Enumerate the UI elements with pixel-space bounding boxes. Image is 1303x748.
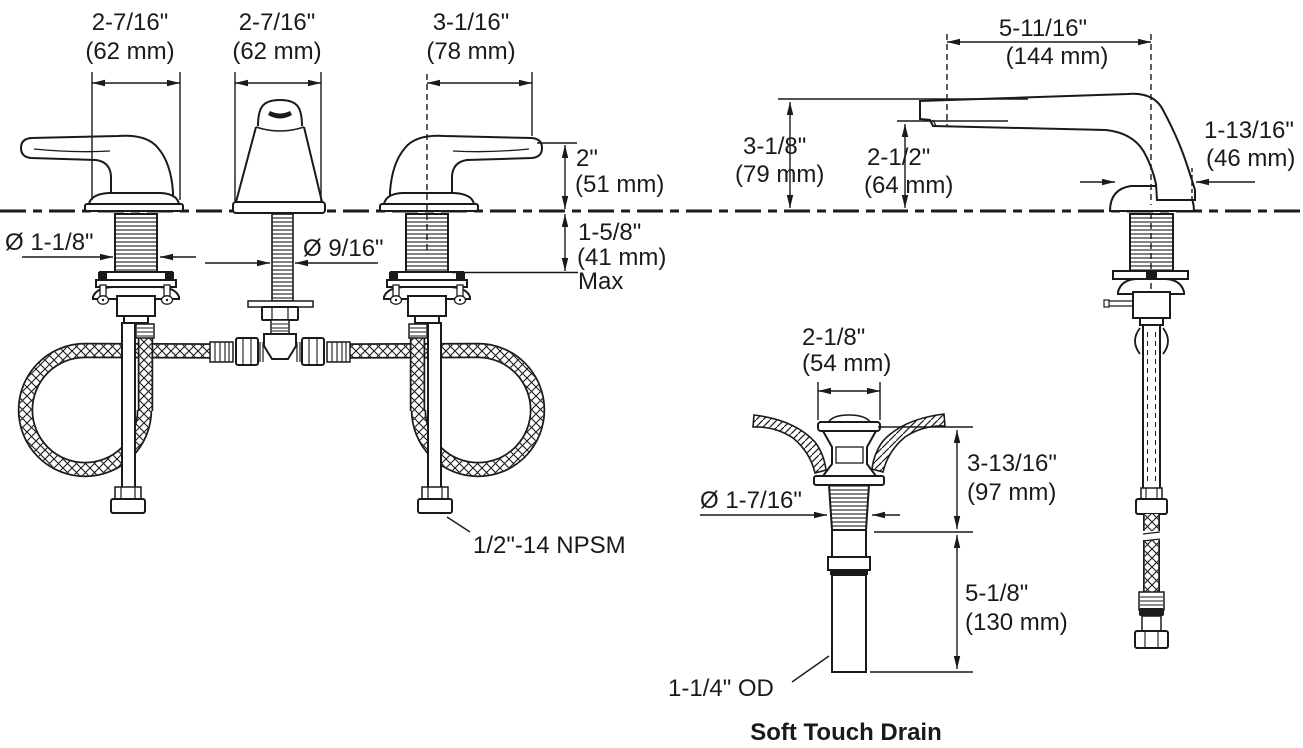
dim-drain-body-mm: (97 mm) [967, 479, 1056, 506]
side-view [919, 92, 1196, 649]
dim-tailpiece-length-in: 5-1/8" [965, 580, 1028, 607]
side-undermount [1103, 213, 1189, 649]
dimension-labels: 2-7/16" (62 mm) 2-7/16" (62 mm) 3-1/16" … [5, 9, 1295, 746]
dim-deck-thickness-in: 1-5/8" [578, 219, 641, 246]
dim-base-width-in: 1-13/16" [1204, 117, 1294, 144]
dia-valve-shank: Ø 1-1/8" [5, 229, 94, 256]
dim-aerator-height-mm: (64 mm) [864, 172, 953, 199]
dim-deck-thickness-mm: (41 mm) [577, 244, 666, 271]
dimension-lines [22, 34, 1255, 683]
dim-deck-thickness-note: Max [578, 268, 623, 295]
dim-drain-body-in: 3-13/16" [967, 450, 1057, 477]
dim-right-handle-width-in: 3-1/16" [433, 9, 510, 36]
drain-caption: Soft Touch Drain [750, 719, 942, 746]
center-spout [232, 98, 326, 302]
dim-aerator-height-in: 2-1/2" [867, 144, 930, 171]
label-tailpiece-od: 1-1/4" OD [668, 675, 774, 702]
dim-left-handle-width-mm: (62 mm) [85, 38, 174, 65]
dim-spout-height-in: 3-1/8" [743, 133, 806, 160]
drain-view [752, 413, 946, 673]
sink-section-right [871, 413, 946, 473]
drain-body [813, 414, 885, 673]
dim-height-above-deck-in: 2" [576, 145, 598, 172]
dim-height-above-deck-mm: (51 mm) [575, 171, 664, 198]
dim-right-handle-width-mm: (78 mm) [426, 38, 515, 65]
side-supply-hose [1142, 514, 1161, 592]
dim-drain-flange-mm: (54 mm) [802, 350, 891, 377]
mixer-tee [209, 300, 351, 366]
dim-left-handle-width-in: 2-7/16" [92, 9, 169, 36]
dim-spout-reach-mm: (144 mm) [1006, 43, 1109, 70]
dim-tailpiece-length-mm: (130 mm) [965, 609, 1068, 636]
dim-spout-reach-in: 5-11/16" [999, 15, 1087, 42]
dim-base-width-mm: (46 mm) [1206, 145, 1295, 172]
dim-spout-height-mm: (79 mm) [735, 161, 824, 188]
dia-spout-shank: Ø 9/16" [303, 235, 384, 262]
dim-spout-width-mm: (62 mm) [232, 38, 321, 65]
sink-section-left [752, 414, 827, 474]
dim-spout-width-in: 2-7/16" [239, 9, 316, 36]
label-supply-connection: 1/2"-14 NPSM [473, 532, 626, 559]
dia-drain-thread: Ø 1-7/16" [700, 487, 802, 514]
spout-side [919, 92, 1196, 212]
handle-assembly [17, 134, 219, 514]
dim-drain-flange-in: 2-1/8" [802, 324, 865, 351]
front-view [17, 98, 542, 514]
